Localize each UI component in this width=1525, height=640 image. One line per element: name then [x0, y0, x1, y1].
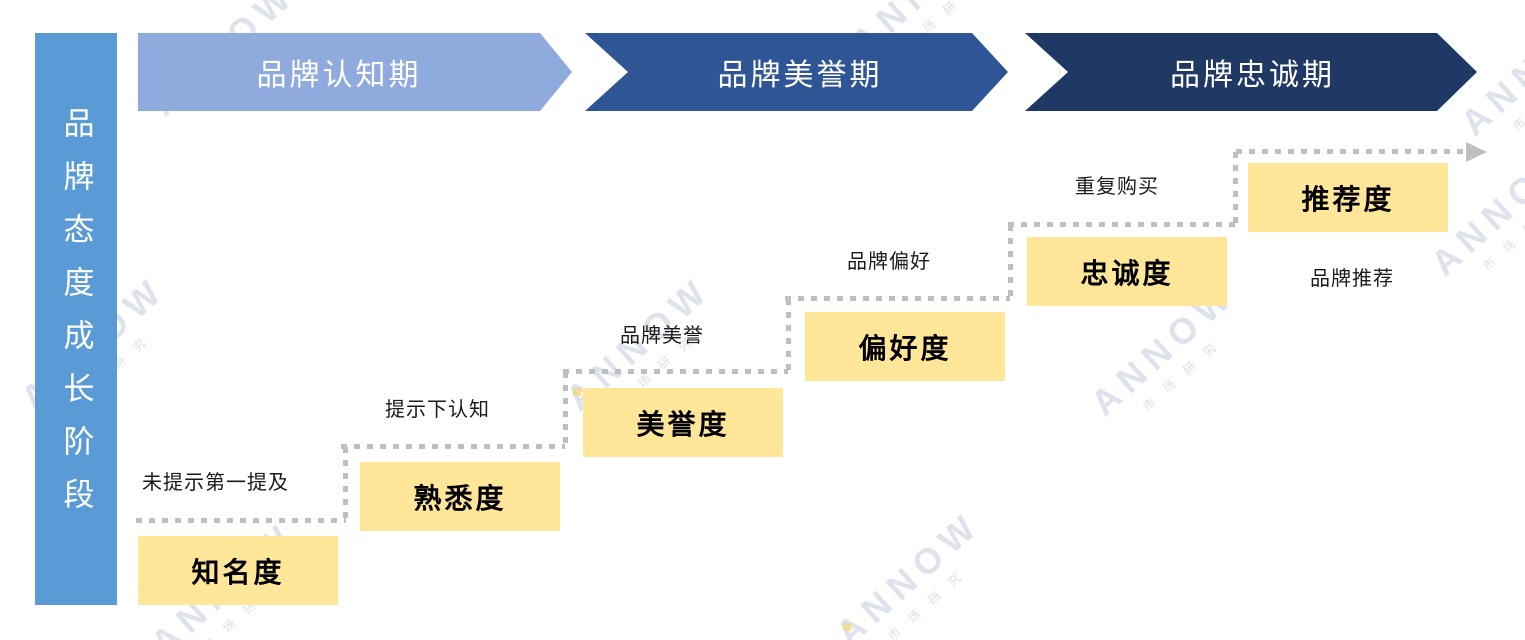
metric-box-reputation: 美誉度 — [583, 388, 783, 457]
stair-riser-1 — [343, 447, 348, 519]
metric-box-reputation-label: 美誉度 — [636, 408, 730, 440]
metric-box-preference: 偏好度 — [805, 312, 1005, 381]
stage-banner-awareness: 品牌认知期 — [138, 33, 572, 111]
metric-box-awareness-label: 知名度 — [191, 556, 285, 588]
annotation-repeat-purchase: 重复购买 — [1075, 176, 1159, 198]
stage-banner-loyalty: 品牌忠诚期 — [1025, 33, 1477, 111]
annotation-brand-reputation: 品牌美誉 — [620, 325, 704, 347]
watermark-dot-icon — [843, 622, 852, 632]
metric-box-preference-label: 偏好度 — [858, 332, 952, 364]
metric-box-loyalty: 忠诚度 — [1027, 237, 1227, 306]
metric-box-familiarity: 熟悉度 — [360, 462, 560, 531]
stair-riser-2 — [563, 372, 568, 445]
annotation-unaided-first-mention: 未提示第一提及 — [142, 472, 289, 494]
metric-box-awareness: 知名度 — [138, 536, 338, 605]
stage-banner-loyalty-label: 品牌忠诚期 — [1170, 59, 1335, 92]
stair-line-6 — [1236, 149, 1466, 154]
stage-banner-awareness-label: 品牌认知期 — [256, 59, 422, 92]
stage-banner-reputation: 品牌美誉期 — [585, 33, 1008, 111]
annotation-aided-awareness: 提示下认知 — [385, 399, 490, 421]
stair-riser-5 — [1233, 152, 1238, 223]
annotation-brand-recommendation: 品牌推荐 — [1310, 268, 1394, 290]
metric-box-recommendation: 推荐度 — [1248, 163, 1448, 232]
stair-line-4 — [785, 296, 1010, 301]
stair-arrow-icon — [1466, 142, 1487, 162]
stair-riser-4 — [1008, 225, 1013, 297]
stage-banner-reputation-label: 品牌美誉期 — [717, 59, 883, 92]
stair-line-1 — [136, 518, 346, 523]
vertical-title-bar: 品牌态度成长阶段 — [35, 33, 117, 605]
stair-line-5 — [1008, 222, 1236, 227]
stair-riser-3 — [786, 299, 791, 370]
metric-box-recommendation-label: 推荐度 — [1301, 183, 1395, 215]
stair-line-3 — [563, 369, 788, 374]
metric-box-familiarity-label: 熟悉度 — [413, 482, 507, 514]
watermark: ANNOW 市场研究 — [827, 502, 989, 640]
stair-line-2 — [341, 444, 565, 449]
metric-box-loyalty-label: 忠诚度 — [1080, 257, 1174, 289]
vertical-title: 品牌态度成长阶段 — [58, 107, 94, 531]
watermark-dot-icon — [573, 387, 582, 397]
annotation-brand-preference: 品牌偏好 — [847, 251, 931, 273]
